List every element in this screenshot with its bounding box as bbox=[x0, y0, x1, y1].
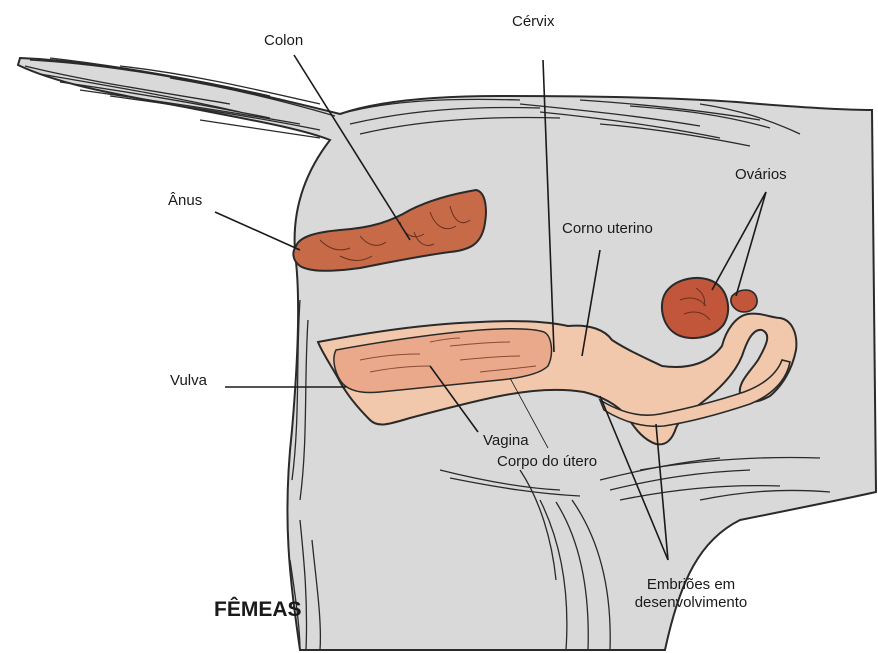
diagram-caption: FÊMEAS bbox=[214, 598, 302, 622]
label-ovarios: Ovários bbox=[735, 166, 787, 184]
label-embrioes-line2: desenvolvimento bbox=[616, 594, 766, 612]
label-vagina: Vagina bbox=[483, 432, 529, 450]
label-embrioes-line1: Embriões em bbox=[626, 576, 756, 594]
label-colon: Colon bbox=[264, 32, 303, 50]
label-anus: Ânus bbox=[168, 192, 202, 210]
anus-leader bbox=[215, 212, 300, 250]
label-corpo-do-utero: Corpo do útero bbox=[497, 453, 597, 471]
label-vulva: Vulva bbox=[170, 372, 207, 390]
ovary bbox=[662, 278, 728, 338]
label-corno-uterino: Corno uterino bbox=[562, 220, 653, 238]
label-cervix: Cérvix bbox=[512, 13, 555, 31]
ovary-right bbox=[731, 290, 757, 312]
